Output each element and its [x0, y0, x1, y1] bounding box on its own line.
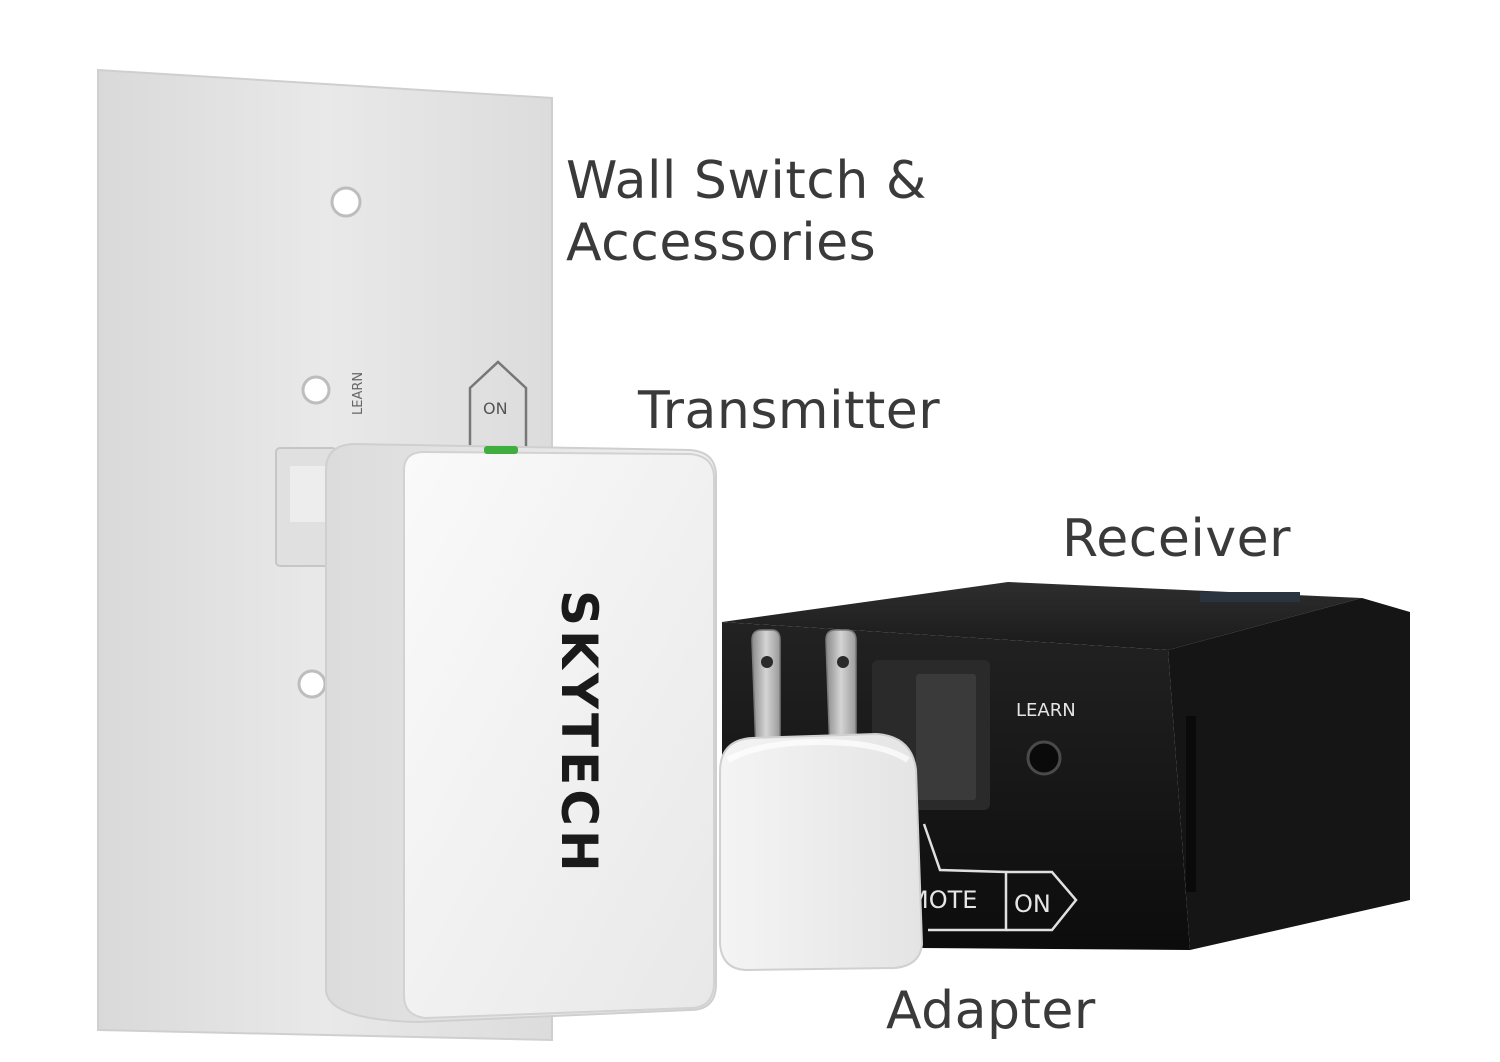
transmitter-caption: Transmitter	[638, 381, 941, 441]
transmitter-green-indicator	[484, 446, 518, 454]
plate-learn-label: LEARN	[351, 372, 366, 415]
transmitter-brand-logo: SKYTECH	[550, 590, 608, 876]
adapter-caption: Adapter	[886, 981, 1096, 1041]
plate-on-label: ON	[483, 399, 508, 418]
plate-screw-hole-top	[330, 186, 362, 218]
plate-screw-hole-bottom	[297, 669, 327, 699]
transmitter-device: SKYTECH	[325, 442, 717, 1024]
receiver-caption: Receiver	[1062, 509, 1291, 569]
wall-switch-caption: Wall Switch & Accessories	[566, 150, 927, 275]
receiver-learn-label: LEARN	[1016, 700, 1076, 721]
receiver-learn-button	[1026, 740, 1062, 776]
plate-learn-hole	[301, 375, 331, 405]
adapter-prong-left	[751, 629, 781, 753]
wall-switch-caption-line2: Accessories	[566, 213, 877, 274]
wall-switch-caption-line1: Wall Switch &	[566, 151, 927, 211]
power-adapter	[719, 629, 924, 972]
receiver-device: LEARN MOTE ON	[722, 582, 1410, 950]
receiver-on-label: ON	[1014, 890, 1051, 918]
